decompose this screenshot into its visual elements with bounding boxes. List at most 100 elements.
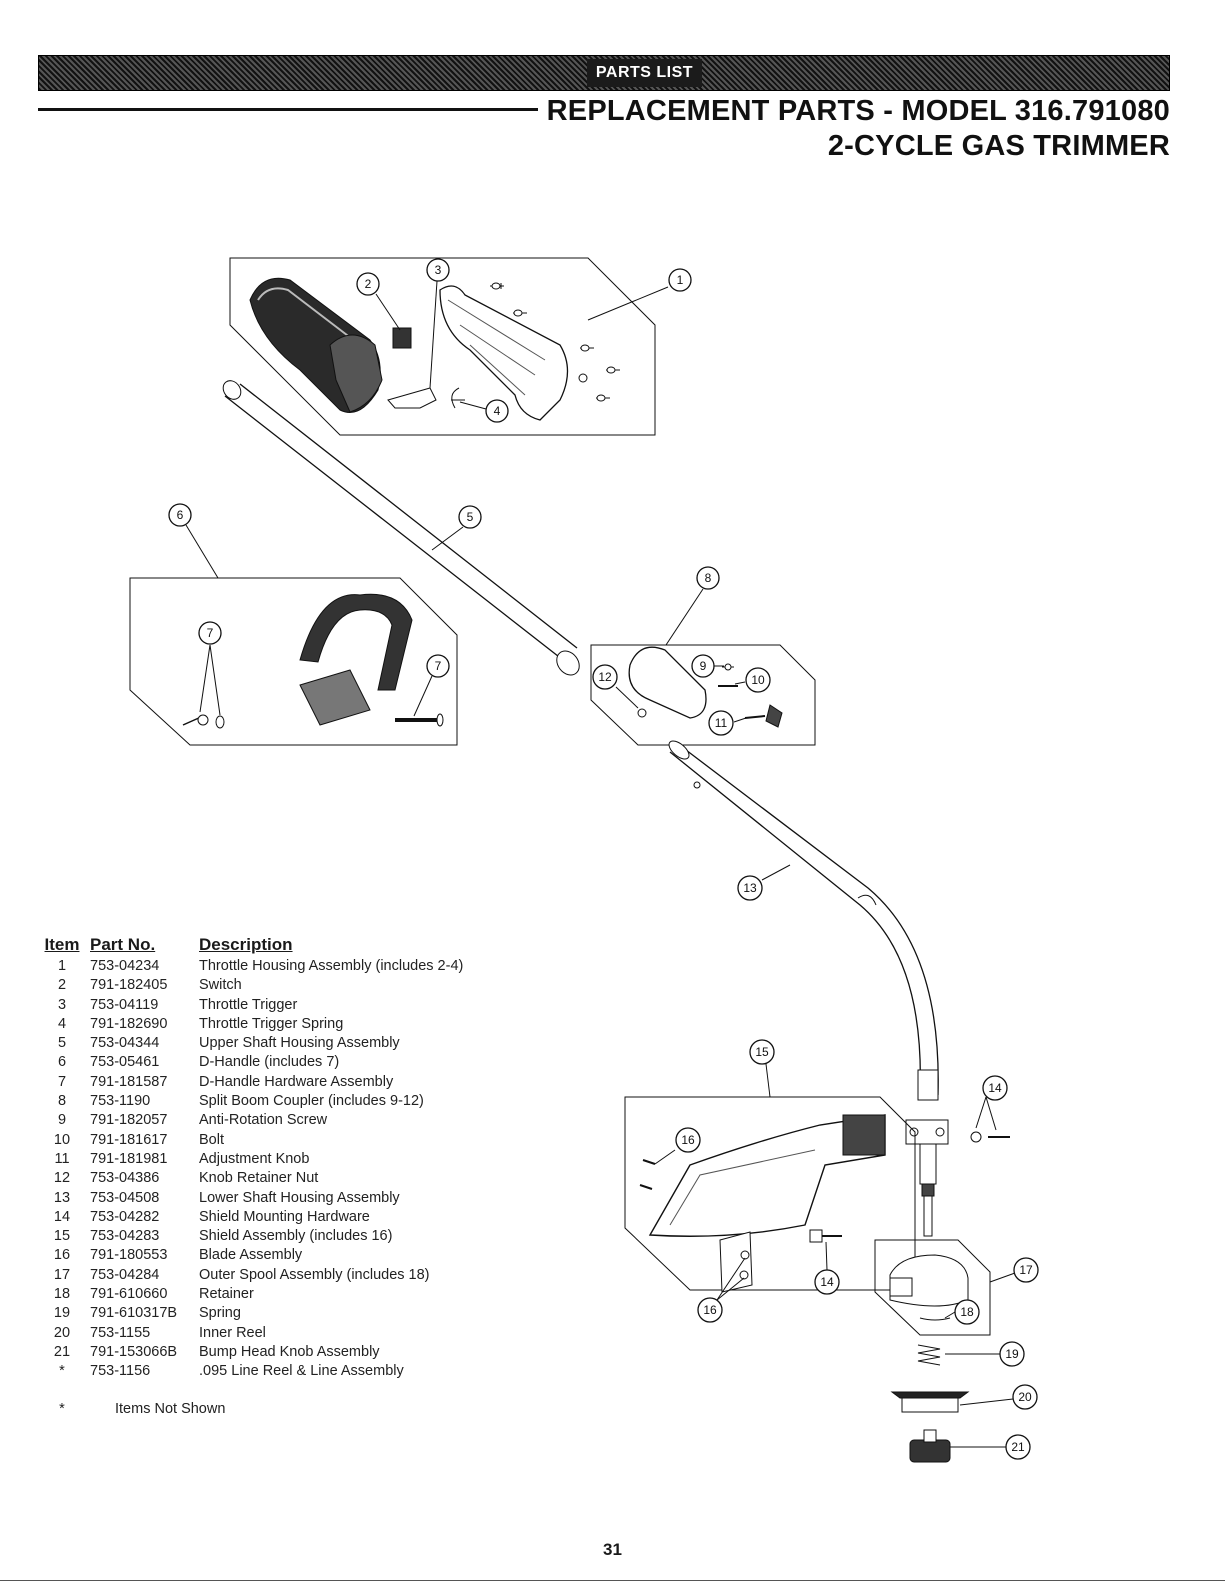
row-part-no: 753-1155 [90, 1324, 151, 1341]
table-row: 21 791-153066B Bump Head Knob Assembly [34, 1343, 554, 1362]
callout-17: 17 [1013, 1257, 1039, 1283]
row-item: 3 [57, 996, 67, 1013]
row-item: 18 [53, 1286, 71, 1303]
row-description: Inner Reel [199, 1324, 266, 1341]
row-part-no: 791-182690 [90, 1015, 168, 1032]
row-item: 21 [53, 1343, 71, 1360]
row-item: 4 [57, 1015, 67, 1032]
page-title: REPLACEMENT PARTS - MODEL 316.791080 [546, 95, 1170, 127]
svg-text:15: 15 [755, 1045, 769, 1059]
row-description: Bump Head Knob Assembly [199, 1343, 380, 1360]
row-description: Throttle Housing Assembly (includes 2-4) [199, 958, 464, 974]
header-rule [38, 108, 538, 111]
table-row: 8 753-1190 Split Boom Coupler (includes 9-… [34, 1092, 554, 1111]
callout-13: 13 [737, 875, 763, 901]
page-subtitle: 2-CYCLE GAS TRIMMER [827, 130, 1170, 162]
svg-text:11: 11 [715, 716, 728, 730]
footnote-text: Items Not Shown [115, 1401, 226, 1417]
row-description: Shield Assembly (includes 16) [199, 1228, 393, 1245]
row-part-no: 753-1156 [90, 1363, 151, 1380]
row-part-no: 753-04386 [90, 1170, 160, 1187]
banner-label: PARTS LIST [587, 59, 702, 87]
svg-text:6: 6 [177, 508, 184, 522]
parts-table-header: Item Part No. Description [34, 935, 554, 957]
row-description: Lower Shaft Housing Assembly [199, 1189, 400, 1206]
row-part-no: 753-05461 [90, 1054, 160, 1071]
row-description: Shield Mounting Hardware [199, 1208, 370, 1225]
row-part-no: 753-04344 [90, 1035, 160, 1052]
row-description: .095 Line Reel & Line Assembly [199, 1363, 404, 1380]
row-item: 8 [57, 1093, 67, 1110]
row-item: 6 [57, 1054, 67, 1071]
row-part-no: 791-181617 [90, 1131, 168, 1148]
callout-21: 21 [1005, 1434, 1031, 1460]
callout-5: 5 [458, 505, 482, 529]
callout-7a: 7 [198, 621, 222, 645]
svg-text:20: 20 [1018, 1390, 1032, 1404]
table-row: 10 791-181617 Bolt [34, 1131, 554, 1150]
row-item: * [59, 1363, 65, 1380]
row-part-no: 753-04234 [90, 958, 160, 974]
parts-list-banner: PARTS LIST [38, 55, 1170, 91]
row-item: 9 [57, 1112, 67, 1129]
callout-9: 9 [691, 654, 715, 678]
row-description: Spring [199, 1305, 241, 1322]
svg-text:16: 16 [681, 1133, 695, 1147]
svg-text:14: 14 [988, 1081, 1002, 1095]
table-row: 18 791-610660 Retainer [34, 1285, 554, 1304]
row-description: Bolt [199, 1131, 224, 1148]
bottom-rule [0, 1580, 1225, 1581]
callout-16b: 16 [697, 1297, 723, 1323]
svg-text:10: 10 [751, 673, 765, 687]
svg-text:2: 2 [365, 277, 372, 291]
callout-16a: 16 [675, 1127, 701, 1153]
row-item: 5 [57, 1035, 67, 1052]
callout-12: 12 [592, 664, 618, 690]
row-description: Upper Shaft Housing Assembly [199, 1035, 400, 1052]
row-part-no: 791-610660 [90, 1286, 168, 1303]
row-part-no: 753-04508 [90, 1189, 160, 1206]
svg-text:21: 21 [1011, 1440, 1025, 1454]
svg-text:5: 5 [467, 510, 474, 524]
row-part-no: 753-1190 [90, 1093, 151, 1110]
row-item: 10 [53, 1131, 71, 1148]
upper-shaft [222, 380, 580, 676]
row-item: 20 [53, 1324, 71, 1341]
callout-4: 4 [485, 399, 509, 423]
d-handle-group [129, 577, 458, 746]
table-row: * 753-1156 .095 Line Reel & Line Assembly [34, 1362, 554, 1381]
lower-shaft [668, 740, 1010, 1237]
row-item: 19 [53, 1305, 71, 1322]
row-description: Anti-Rotation Screw [199, 1112, 328, 1129]
callout-1: 1 [668, 268, 692, 292]
shield-group [624, 1096, 916, 1293]
callout-11: 11 [708, 710, 734, 736]
row-description: Retainer [199, 1286, 254, 1303]
row-part-no: 753-04283 [90, 1228, 160, 1245]
row-description: Knob Retainer Nut [199, 1170, 319, 1187]
footnote: * Items Not Shown [34, 1401, 225, 1417]
row-description: Split Boom Coupler (includes 9-12) [199, 1093, 424, 1110]
row-item: 11 [54, 1150, 70, 1167]
header-part-no: Part No. [90, 935, 156, 954]
header-description: Description [199, 935, 293, 954]
svg-text:7: 7 [207, 626, 214, 640]
svg-text:18: 18 [960, 1305, 974, 1319]
callout-14a: 14 [982, 1075, 1008, 1101]
svg-text:14: 14 [820, 1275, 834, 1289]
callout-6: 6 [168, 503, 192, 527]
svg-text:16: 16 [703, 1303, 717, 1317]
row-item: 15 [53, 1228, 71, 1245]
row-part-no: 791-153066B [90, 1343, 178, 1360]
row-description: Adjustment Knob [199, 1150, 310, 1167]
